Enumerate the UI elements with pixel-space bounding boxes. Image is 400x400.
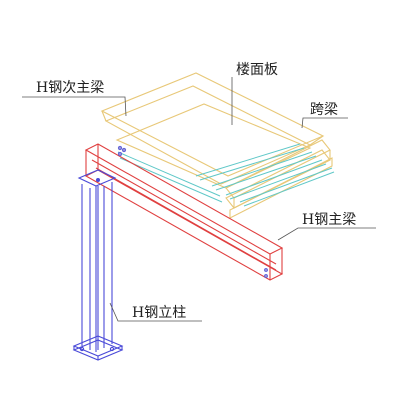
- beam-end-bolts: [117, 145, 268, 278]
- label-floor-slab: 楼面板: [236, 62, 278, 78]
- h-steel-main-beam: [84, 143, 284, 281]
- leader-secondary-beam: [22, 96, 127, 117]
- secondary-main-beam: [225, 139, 333, 219]
- label-span-beam: 跨梁: [310, 102, 338, 118]
- column-top-bolt: [96, 178, 100, 182]
- label-secondary-beam: H钢次主梁: [36, 80, 104, 96]
- h-steel-column: [72, 169, 124, 361]
- label-main-beam: H钢主梁: [302, 212, 356, 228]
- leader-column: [109, 302, 202, 322]
- label-column: H钢立柱: [132, 305, 186, 321]
- leader-lines: [22, 77, 376, 322]
- span-beams: [117, 143, 335, 207]
- floor-slab: [100, 72, 325, 189]
- leader-main-beam: [277, 227, 376, 241]
- leader-span-beam: [301, 117, 348, 129]
